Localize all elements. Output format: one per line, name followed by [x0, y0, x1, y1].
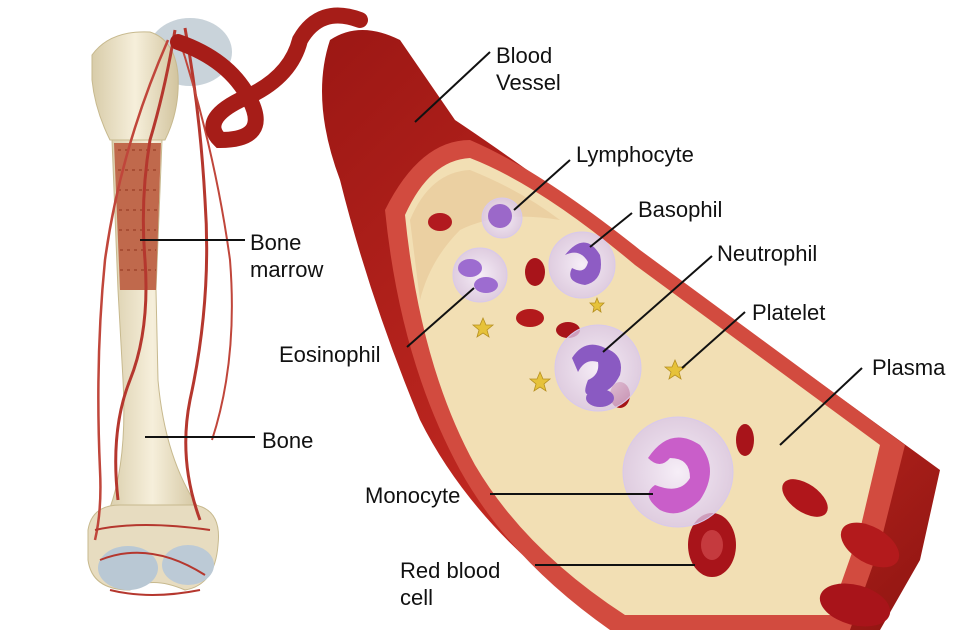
red-blood-cell: [428, 213, 452, 231]
bone-artery-2: [185, 28, 207, 520]
red-blood-cell: [736, 424, 754, 456]
label-blood-vessel: Blood Vessel: [496, 42, 561, 96]
label-basophil: Basophil: [638, 196, 722, 223]
vessel-drawing: [178, 16, 940, 634]
label-plasma: Plasma: [872, 354, 945, 381]
label-bone-marrow: Bone marrow: [250, 229, 323, 283]
neutrophil-lobe: [586, 389, 614, 407]
red-blood-cell: [525, 258, 545, 286]
label-platelet: Platelet: [752, 299, 825, 326]
label-bone: Bone: [262, 427, 313, 454]
lymphocyte-nucleus: [488, 204, 512, 228]
eosinophil-lobe: [474, 277, 498, 293]
basophil-cell: [549, 232, 615, 298]
label-eosinophil: Eosinophil: [279, 341, 381, 368]
bone-marrow-cavity: [114, 143, 161, 290]
bone-drawing: [88, 18, 232, 595]
red-blood-cell-center: [701, 530, 723, 560]
label-neutrophil: Neutrophil: [717, 240, 817, 267]
label-monocyte: Monocyte: [365, 482, 460, 509]
red-blood-cell: [516, 309, 544, 327]
bone-artery-4: [178, 35, 232, 440]
eosinophil-cell: [453, 248, 507, 302]
label-red-blood-cell: Red blood cell: [400, 557, 500, 611]
label-lymphocyte: Lymphocyte: [576, 141, 694, 168]
eosinophil-lobe: [458, 259, 482, 277]
